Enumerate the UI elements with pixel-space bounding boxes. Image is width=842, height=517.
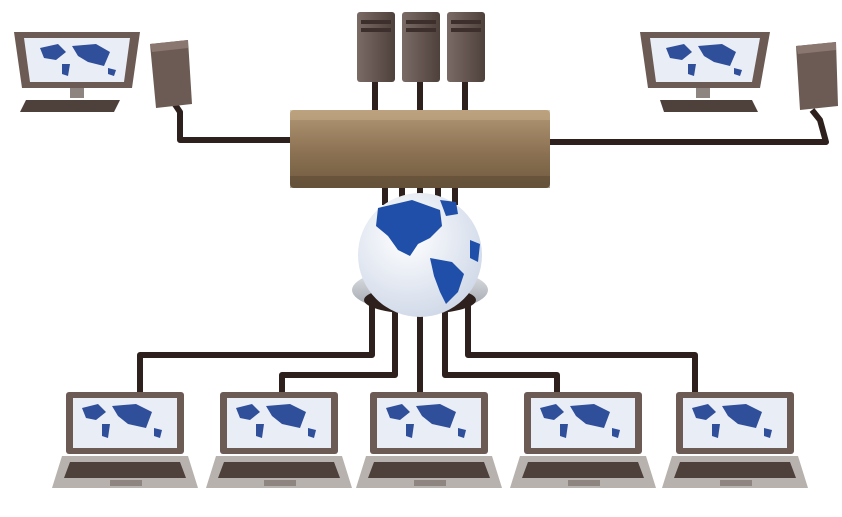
network-switch-icon xyxy=(290,110,550,188)
cable-laptop-5 xyxy=(465,305,698,393)
desktop-computer-icon xyxy=(640,32,838,112)
cable-laptop-2 xyxy=(279,305,398,393)
world-map-icon xyxy=(40,44,116,76)
server-tower-icon xyxy=(447,12,485,82)
laptop-icon xyxy=(662,392,808,488)
laptop-icon xyxy=(206,392,352,488)
desktop-computer-icon xyxy=(14,32,192,112)
cable-laptop-4 xyxy=(442,305,560,393)
server-group xyxy=(357,12,485,82)
globe-icon xyxy=(352,193,488,317)
cable-right-desktop xyxy=(545,108,829,145)
server-tower-icon xyxy=(357,12,395,82)
cable-left-desktop xyxy=(169,98,295,143)
laptop-icon xyxy=(356,392,502,488)
network-cables xyxy=(137,70,829,393)
cable-laptop-1 xyxy=(137,305,375,393)
world-map-icon xyxy=(82,404,162,438)
laptop-group xyxy=(52,392,808,488)
world-map-icon xyxy=(666,44,742,76)
server-tower-icon xyxy=(402,12,440,82)
world-map-icon xyxy=(386,404,466,438)
laptop-icon xyxy=(52,392,198,488)
laptop-icon xyxy=(510,392,656,488)
world-map-icon xyxy=(236,404,316,438)
world-map-icon xyxy=(692,404,772,438)
world-map-icon xyxy=(540,404,620,438)
